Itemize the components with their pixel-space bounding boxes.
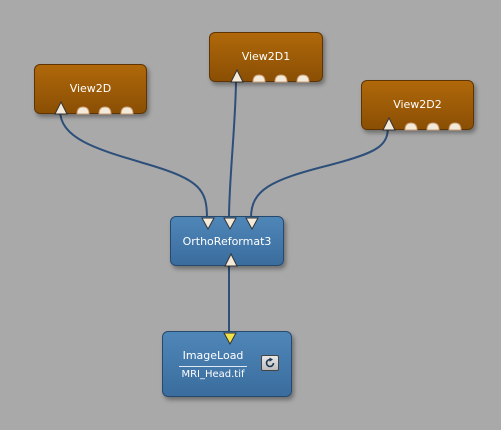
input-port-0[interactable] bbox=[54, 101, 68, 115]
title-divider bbox=[179, 366, 247, 367]
output-port-0[interactable] bbox=[223, 332, 237, 346]
input-ports bbox=[382, 117, 462, 131]
output-port-2[interactable] bbox=[245, 217, 259, 231]
input-port-1[interactable] bbox=[76, 106, 90, 115]
wire-ortho-to-view2d[interactable] bbox=[59, 109, 208, 219]
node-orthoreformat3[interactable]: OrthoReformat3 bbox=[170, 216, 284, 267]
input-port-3[interactable] bbox=[448, 122, 462, 131]
wire-ortho-to-view2d1[interactable] bbox=[228, 77, 237, 219]
node-view2d2[interactable]: View2D2 bbox=[361, 80, 474, 131]
input-port-2[interactable] bbox=[98, 106, 112, 115]
node-title: ImageLoad bbox=[182, 349, 244, 362]
input-port-3[interactable] bbox=[120, 106, 134, 115]
refresh-button[interactable] bbox=[261, 355, 279, 371]
node-title: View2D2 bbox=[393, 98, 442, 111]
input-port-1[interactable] bbox=[252, 74, 266, 83]
output-ports bbox=[201, 217, 259, 231]
output-ports bbox=[223, 332, 237, 346]
input-port-3[interactable] bbox=[296, 74, 310, 83]
output-port-0[interactable] bbox=[201, 217, 215, 231]
input-ports bbox=[54, 101, 134, 115]
input-port-0[interactable] bbox=[382, 117, 396, 131]
input-port-1[interactable] bbox=[404, 122, 418, 131]
node-view2d[interactable]: View2D bbox=[34, 64, 147, 115]
input-port-2[interactable] bbox=[426, 122, 440, 131]
node-title: View2D1 bbox=[241, 50, 291, 63]
input-port-0[interactable] bbox=[224, 253, 238, 267]
node-imageload[interactable]: ImageLoad MRI_Head.tif bbox=[162, 331, 292, 397]
node-title: OrthoReformat3 bbox=[182, 235, 272, 248]
file-name: MRI_Head.tif bbox=[181, 369, 245, 380]
input-port-2[interactable] bbox=[274, 74, 288, 83]
node-title: View2D bbox=[69, 82, 112, 95]
wire-ortho-to-view2d2[interactable] bbox=[250, 125, 389, 219]
input-ports bbox=[224, 253, 238, 267]
node-view2d1[interactable]: View2D1 bbox=[209, 32, 323, 83]
input-port-0[interactable] bbox=[230, 69, 244, 83]
output-port-1[interactable] bbox=[223, 217, 237, 231]
refresh-icon bbox=[265, 357, 275, 368]
input-ports bbox=[230, 69, 310, 83]
